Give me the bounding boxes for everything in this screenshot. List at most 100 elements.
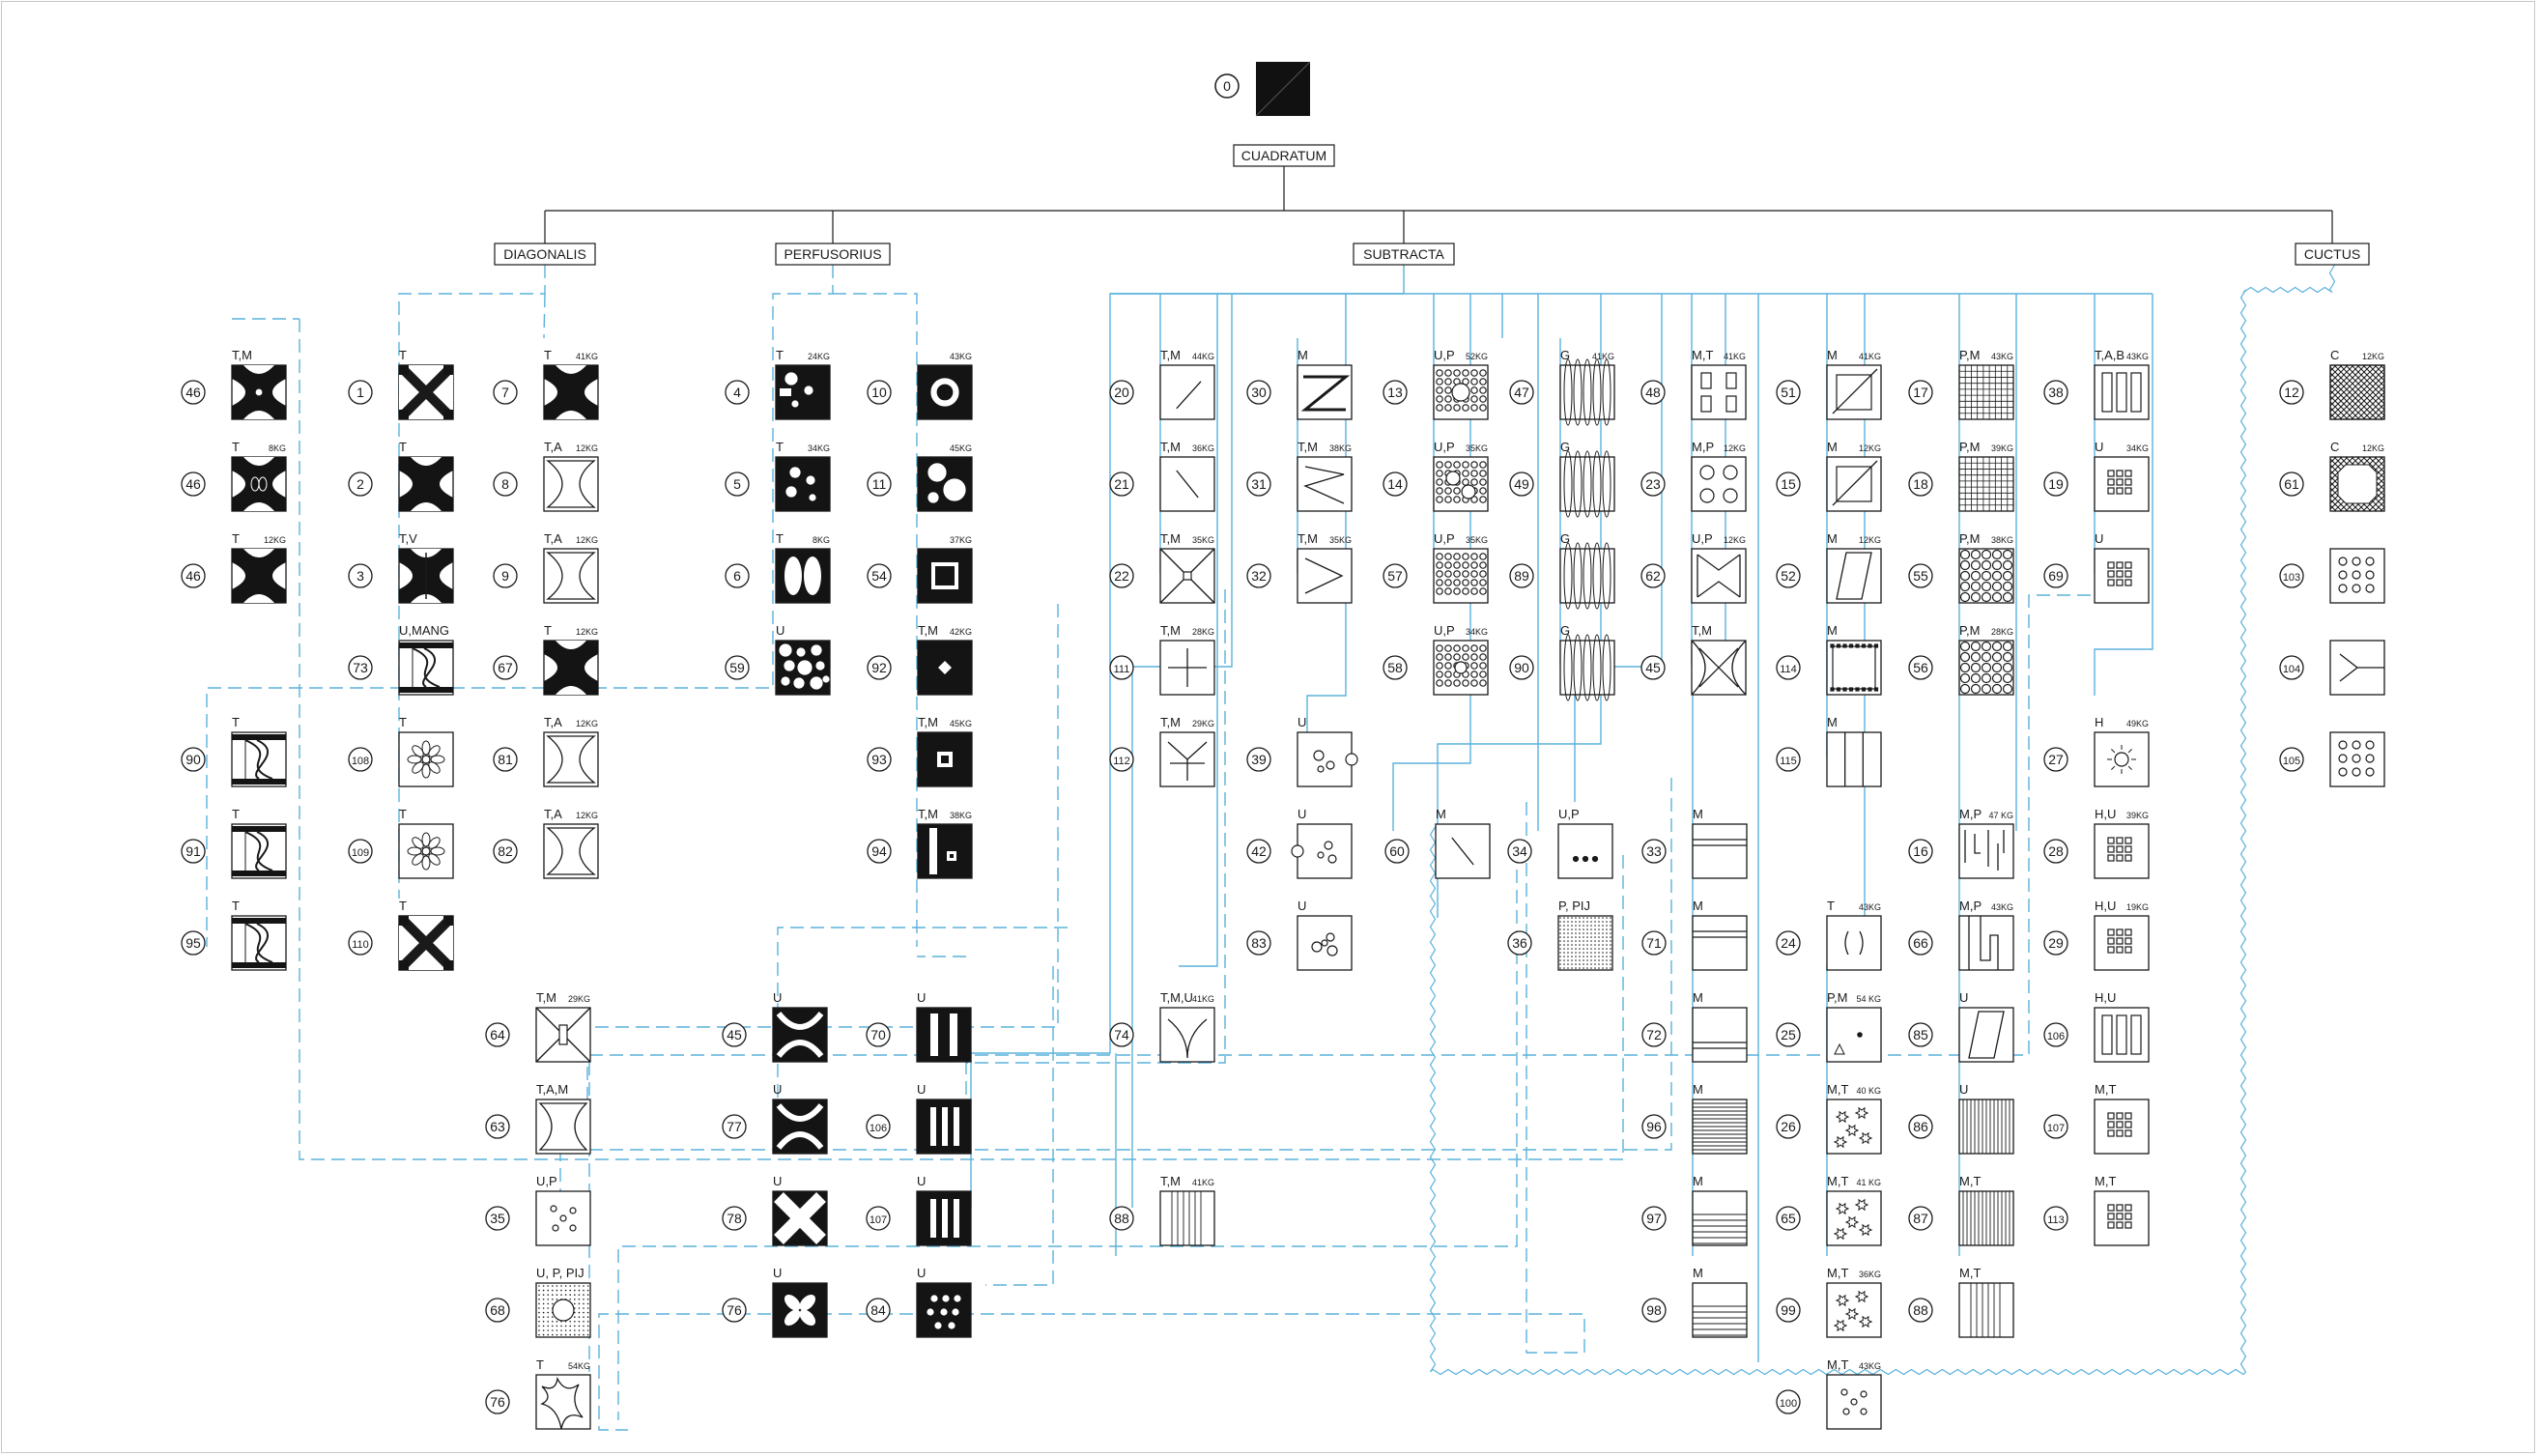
tile-73[interactable]: 73U,MANG [348, 623, 454, 696]
tile-33[interactable]: 33M [1641, 807, 1748, 879]
tile-96[interactable]: 96M [1641, 1082, 1748, 1155]
tile-90[interactable]: 90G [1509, 623, 1615, 701]
tile-70[interactable]: 70U [866, 990, 972, 1063]
tile-68[interactable]: 68U, P, PIJ [485, 1266, 591, 1338]
tile-36[interactable]: 36P, PIJ [1507, 899, 1613, 971]
tile-1[interactable]: 1T [348, 348, 454, 420]
tile-78[interactable]: 78U [722, 1174, 828, 1246]
tile-95[interactable]: 95T [181, 899, 287, 971]
tile-98[interactable]: 98M [1641, 1266, 1748, 1338]
tile-45[interactable]: 45U [722, 990, 828, 1063]
tile-83[interactable]: 83U [1246, 899, 1353, 971]
tile-89[interactable]: 89G [1509, 531, 1615, 610]
tile-72[interactable]: 72M [1641, 990, 1748, 1063]
tile-105[interactable]: 105 [2279, 731, 2385, 787]
tile-90[interactable]: 90T [181, 715, 287, 787]
tile-69[interactable]: 69U [2043, 531, 2150, 604]
tile-45[interactable]: 45T,M [1640, 623, 1747, 696]
tile-97[interactable]: 97M [1641, 1174, 1748, 1246]
tile-71[interactable]: 71M [1641, 899, 1748, 971]
tile-86[interactable]: 86U [1908, 1082, 2014, 1155]
tile-42[interactable]: 42U [1246, 807, 1353, 879]
tile-39[interactable]: 39U [1246, 715, 1358, 787]
tile-88[interactable]: 88M,T [1908, 1266, 2014, 1338]
tile-59[interactable]: 59U [725, 623, 831, 696]
tile-60[interactable]: 60M [1384, 807, 1491, 879]
tile-85[interactable]: 85U [1908, 990, 2014, 1063]
tile-77[interactable]: 77U [722, 1082, 828, 1155]
tile-34[interactable]: 34U,P [1507, 807, 1613, 879]
tile-30[interactable]: 30M [1246, 348, 1353, 420]
tile-87[interactable]: 87M,T [1908, 1174, 2014, 1246]
tile-103[interactable]: 103 [2279, 548, 2385, 604]
tile-76[interactable]: 76U [722, 1266, 828, 1338]
tile-63[interactable]: 63T,A,M [485, 1082, 591, 1155]
tile-84[interactable]: 84U [866, 1266, 972, 1338]
tile-104[interactable]: 104 [2279, 640, 2385, 696]
